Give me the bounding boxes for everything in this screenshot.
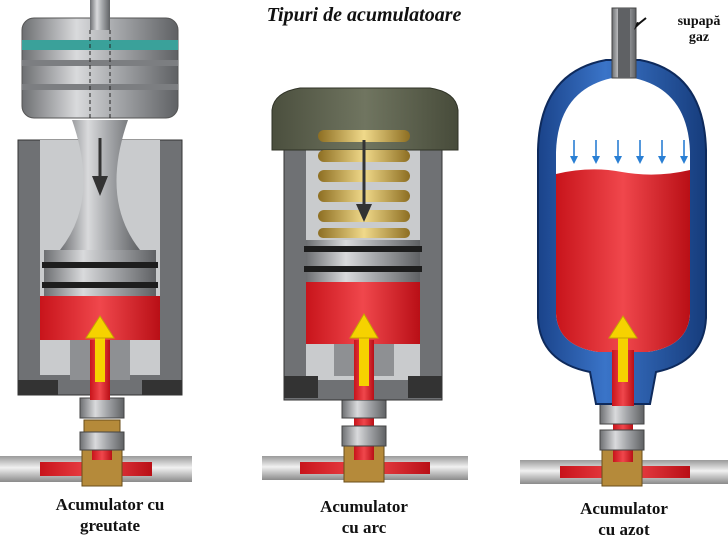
- gas-pressure-arrows: [570, 140, 688, 164]
- caption-weight-accumulator: Acumulator cu greutate: [20, 494, 200, 536]
- fluid-chamber-3: [556, 169, 690, 352]
- nut-1b: [83, 419, 121, 433]
- gas-valve-label-line2: gaz: [688, 30, 710, 45]
- nut-1a: [79, 397, 125, 419]
- diagram-title: Tipuri de acumulatoare: [266, 4, 462, 26]
- nut-3b: [599, 429, 645, 451]
- gas-valve-label: supapă gaz: [670, 14, 728, 46]
- flow-arrow-2: [359, 336, 369, 386]
- piston-1: [44, 250, 156, 296]
- flow-arrow-1: [95, 336, 105, 382]
- nut-3a: [599, 403, 645, 425]
- nut-1c: [79, 431, 125, 451]
- caption-2-line2: cu arc: [341, 518, 387, 537]
- caption-spring-accumulator: Acumulator cu arc: [284, 496, 444, 538]
- spring-accumulator: [262, 87, 468, 483]
- caption-1-line2: greutate: [79, 516, 141, 535]
- weight-accumulator: [0, 0, 192, 487]
- caption-3-line2: cu azot: [598, 520, 650, 539]
- weight-disc: [21, 17, 179, 119]
- gas-valve-label-line1: supapă: [677, 14, 721, 29]
- nut-2a: [341, 397, 387, 419]
- caption-2-line1: Acumulator: [320, 497, 408, 516]
- caption-nitrogen-accumulator: Acumulator cu azot: [544, 498, 704, 540]
- weight-rod: [90, 0, 110, 30]
- nut-2b: [341, 425, 387, 447]
- bladder-accumulator: [520, 7, 728, 487]
- flow-arrow-3: [618, 336, 628, 382]
- caption-1-line1: Acumulator cu: [55, 495, 165, 514]
- caption-3-line1: Acumulator: [580, 499, 668, 518]
